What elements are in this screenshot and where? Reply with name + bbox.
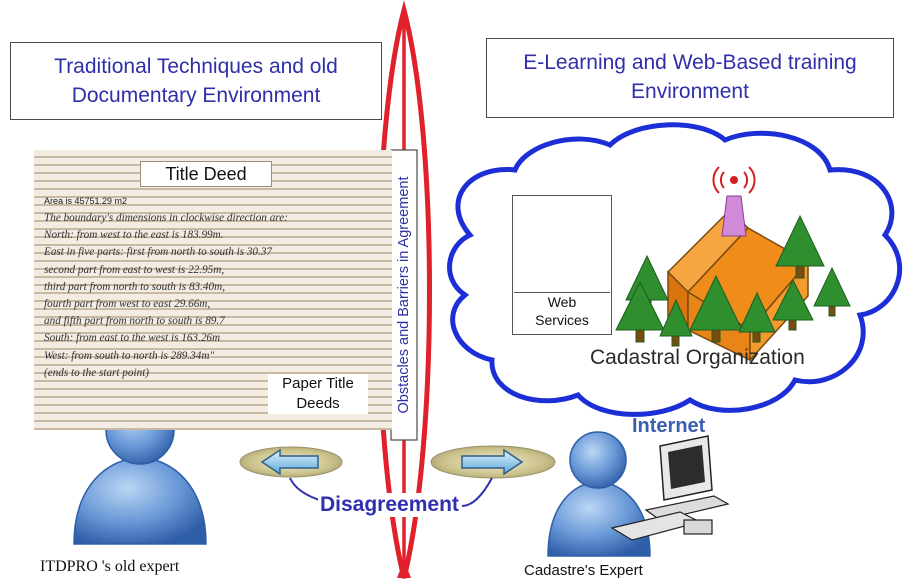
cadastre-expert-label: Cadastre's Expert	[524, 562, 643, 579]
disagreement-connector-right	[461, 477, 493, 507]
web-services-panel	[512, 195, 612, 335]
deed-line: North: from west to the east is 183.99m.	[44, 229, 224, 242]
deed-line: West: from south to north is 289.34m"	[44, 349, 215, 362]
deed-line: The boundary's dimensions in clockwise d…	[44, 212, 288, 224]
title-deed-area: Area is 45751.29 m2	[44, 196, 128, 206]
computer-icon	[610, 435, 730, 541]
paper-label-line2: Deeds	[296, 395, 340, 412]
right-title-line2: Environment	[631, 80, 749, 103]
deed-line: third part from north to south is 83.40m…	[44, 280, 225, 293]
left-title-box: Traditional Techniques and old Documenta…	[10, 42, 382, 120]
paper-label-line1: Paper Title	[282, 375, 354, 392]
cadastral-organization-label: Cadastral Organization	[590, 346, 805, 369]
barrier-label-box	[390, 149, 418, 441]
right-title-line1: E-Learning and Web-Based training	[523, 51, 857, 74]
web-label-line1: Web	[547, 294, 577, 310]
paper-title-deeds-label: Paper Title Deeds	[268, 374, 368, 414]
deed-line: second part from east to west is 22.95m,	[44, 263, 225, 276]
title-deed-lines: The boundary's dimensions in clockwise d…	[44, 210, 384, 382]
title-deed-heading: Title Deed	[140, 161, 272, 187]
old-expert-label: ITDPRO 's old expert	[40, 558, 180, 575]
antenna-icon	[712, 166, 756, 237]
arrow-right-icon	[461, 448, 524, 476]
left-title-line1: Traditional Techniques and old	[54, 55, 338, 78]
barrier-label: Obstacles and Barriers in Agreement	[396, 176, 412, 414]
arrow-left-icon	[260, 448, 319, 476]
web-label-line2: Services	[535, 312, 589, 328]
web-services-label: Web Services	[514, 292, 610, 333]
internet-label: Internet	[632, 415, 706, 437]
deed-line: East in five parts: first from north to …	[44, 246, 273, 259]
left-title-line2: Documentary Environment	[71, 84, 321, 107]
tree-icon	[615, 214, 851, 347]
disagreement-label: Disagreement	[318, 493, 461, 517]
person-icon	[547, 431, 651, 557]
deed-line: fourth part from west to east 29.66m,	[44, 297, 211, 310]
deed-line: South: from east to the west is 163.26m	[44, 332, 221, 345]
deed-line: (ends to the start point)	[44, 366, 150, 379]
deed-line: and fifth part from north to south is 89…	[44, 315, 225, 328]
right-title-box: E-Learning and Web-Based training Enviro…	[486, 38, 894, 118]
